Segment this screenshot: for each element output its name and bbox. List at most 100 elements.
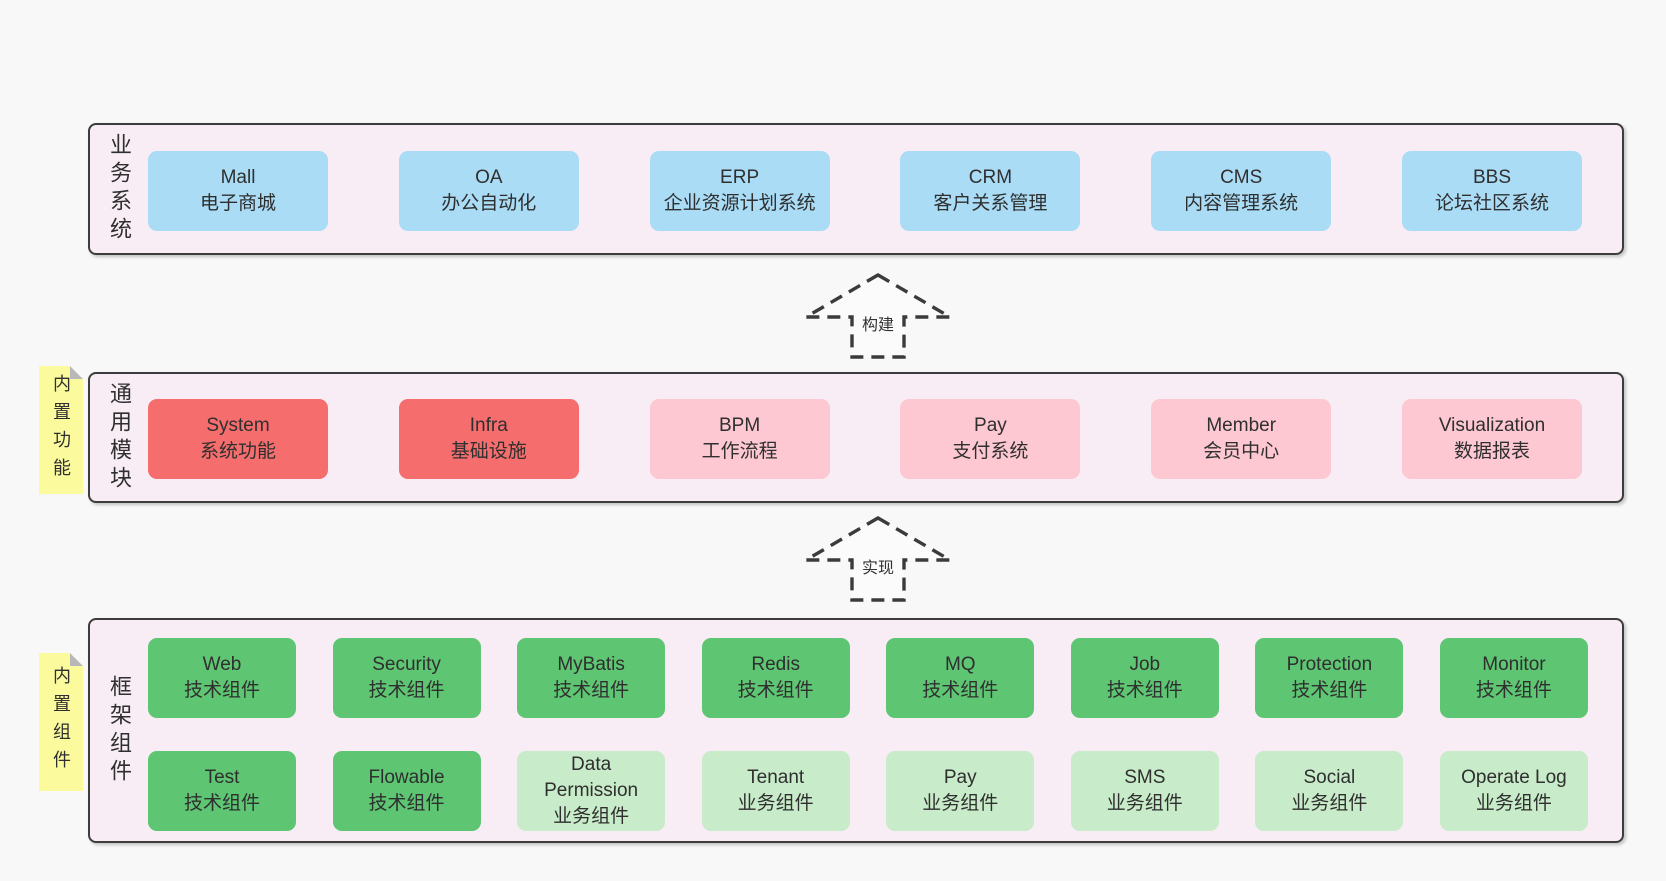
box-flowable: Flowable 技术组件 [332,750,481,831]
panel-label-wrap: 框架组件 [90,620,148,841]
box-title: Test [204,766,240,788]
box-title: Flowable [368,766,445,788]
box-erp: ERP 企业资源计划系统 [649,151,830,231]
box-subtitle: 企业资源计划系统 [663,193,816,214]
box-security: Security 技术组件 [332,638,481,718]
box-title: SMS [1124,766,1166,788]
box-title: CMS [1220,167,1263,188]
box-cms: CMS 内容管理系统 [1151,151,1332,231]
fold-corner-icon [70,653,83,666]
box-mybatis: MyBatis 技术组件 [517,638,666,718]
box-title: Infra [469,415,508,436]
box-test: Test 技术组件 [148,750,296,831]
box-title: Operate Log [1461,766,1567,788]
panel-label-modules: 通用模块 [107,381,132,494]
build-arrow: 构建 [799,271,957,361]
box-subtitle: 业务组件 [1291,792,1368,814]
box-subtitle: 技术组件 [553,680,630,701]
box-mall: Mall 电子商城 [148,151,328,231]
box-title: Protection [1286,654,1373,675]
box-monitor: Monitor 技术组件 [1439,638,1588,718]
box-title: Web [202,654,242,675]
box-subtitle: 业务组件 [1106,792,1183,814]
box-title: Mall [220,167,256,188]
box-subtitle: 业务组件 [553,805,630,827]
box-bpm: BPM 工作流程 [649,399,830,479]
box-bbs: BBS 论坛社区系统 [1401,151,1582,231]
box-subtitle: 会员中心 [1203,441,1280,462]
sticky-note-builtin-features: 内置功能 [39,366,83,494]
box-title: Data Permission [544,753,639,801]
box-subtitle: 论坛社区系统 [1434,193,1549,214]
box-operate-log: Operate Log 业务组件 [1439,750,1588,831]
box-subtitle: 技术组件 [183,680,260,701]
box-subtitle: 技术组件 [183,792,260,814]
box-subtitle: 技术组件 [737,680,814,701]
box-pay-component: Pay 业务组件 [886,750,1035,831]
box-subtitle: 工作流程 [701,441,778,462]
box-data-permission: Data Permission 业务组件 [517,750,666,831]
box-job: Job 技术组件 [1070,638,1219,718]
business-boxes-row: Mall 电子商城 OA 办公自动化 ERP 企业资源计划系统 CRM 客户关系… [148,125,1622,253]
box-title: Tenant [747,766,805,788]
business-systems-panel: 业务系统 Mall 电子商城 OA 办公自动化 ERP 企业资源计划系统 CRM… [88,123,1624,255]
panel-label-wrap: 业务系统 [90,125,148,253]
box-web: Web 技术组件 [148,638,296,718]
fold-corner-icon [70,366,83,379]
box-title: System [206,415,270,436]
box-title: MQ [944,654,976,675]
box-infra: Infra 基础设施 [398,399,579,479]
box-protection: Protection 技术组件 [1255,638,1404,718]
box-subtitle: 技术组件 [368,792,445,814]
box-title: BBS [1472,167,1511,188]
panel-label-components: 框架组件 [107,674,132,787]
box-subtitle: 数据报表 [1453,441,1530,462]
box-title: Job [1129,654,1161,675]
box-visualization: Visualization 数据报表 [1401,399,1582,479]
box-subtitle: 基础设施 [450,441,527,462]
box-tenant: Tenant 业务组件 [701,750,850,831]
sticky-label: 内置功能 [51,374,71,486]
box-subtitle: 技术组件 [368,680,445,701]
arrow-label-build: 构建 [859,311,897,335]
box-subtitle: 内容管理系统 [1184,193,1299,214]
panel-label-wrap: 通用模块 [90,374,148,501]
box-title: Security [372,654,441,675]
box-member: Member 会员中心 [1151,399,1332,479]
box-title: BPM [719,415,761,436]
components-row-1: Web 技术组件 Security 技术组件 MyBatis 技术组件 Redi… [148,620,1588,729]
box-mq: MQ 技术组件 [886,638,1035,718]
panel-label-business: 业务系统 [107,133,132,245]
box-subtitle: 客户关系管理 [933,193,1048,214]
box-subtitle: 业务组件 [922,792,999,814]
sticky-label: 内置组件 [51,666,71,778]
box-subtitle: 技术组件 [1106,680,1183,701]
box-subtitle: 支付系统 [952,441,1029,462]
box-subtitle: 电子商城 [199,193,276,214]
box-social: Social 业务组件 [1255,750,1404,831]
box-pay: Pay 支付系统 [900,399,1081,479]
components-row-2: Test 技术组件 Flowable 技术组件 Data Permission … [148,729,1588,842]
box-title: MyBatis [557,654,625,675]
common-modules-panel: 通用模块 System 系统功能 Infra 基础设施 BPM 工作流程 Pay… [88,372,1624,503]
box-title: ERP [720,167,760,188]
box-title: Monitor [1482,654,1546,675]
box-oa: OA 办公自动化 [398,151,579,231]
box-subtitle: 技术组件 [1475,680,1552,701]
box-title: Redis [751,654,800,675]
arrow-label-implement: 实现 [859,554,897,578]
box-subtitle: 业务组件 [737,792,814,814]
framework-components-panel: 框架组件 Web 技术组件 Security 技术组件 MyBatis 技术组件… [88,618,1624,843]
box-subtitle: 技术组件 [1291,680,1368,701]
implement-arrow: 实现 [799,514,957,604]
box-title: Pay [943,766,977,788]
box-title: Pay [974,415,1007,436]
box-sms: SMS 业务组件 [1070,750,1219,831]
box-title: CRM [968,167,1013,188]
box-title: Visualization [1438,415,1546,436]
box-subtitle: 技术组件 [922,680,999,701]
modules-boxes-row: System 系统功能 Infra 基础设施 BPM 工作流程 Pay 支付系统… [148,374,1622,501]
box-title: OA [475,167,503,188]
box-subtitle: 办公自动化 [441,193,537,214]
